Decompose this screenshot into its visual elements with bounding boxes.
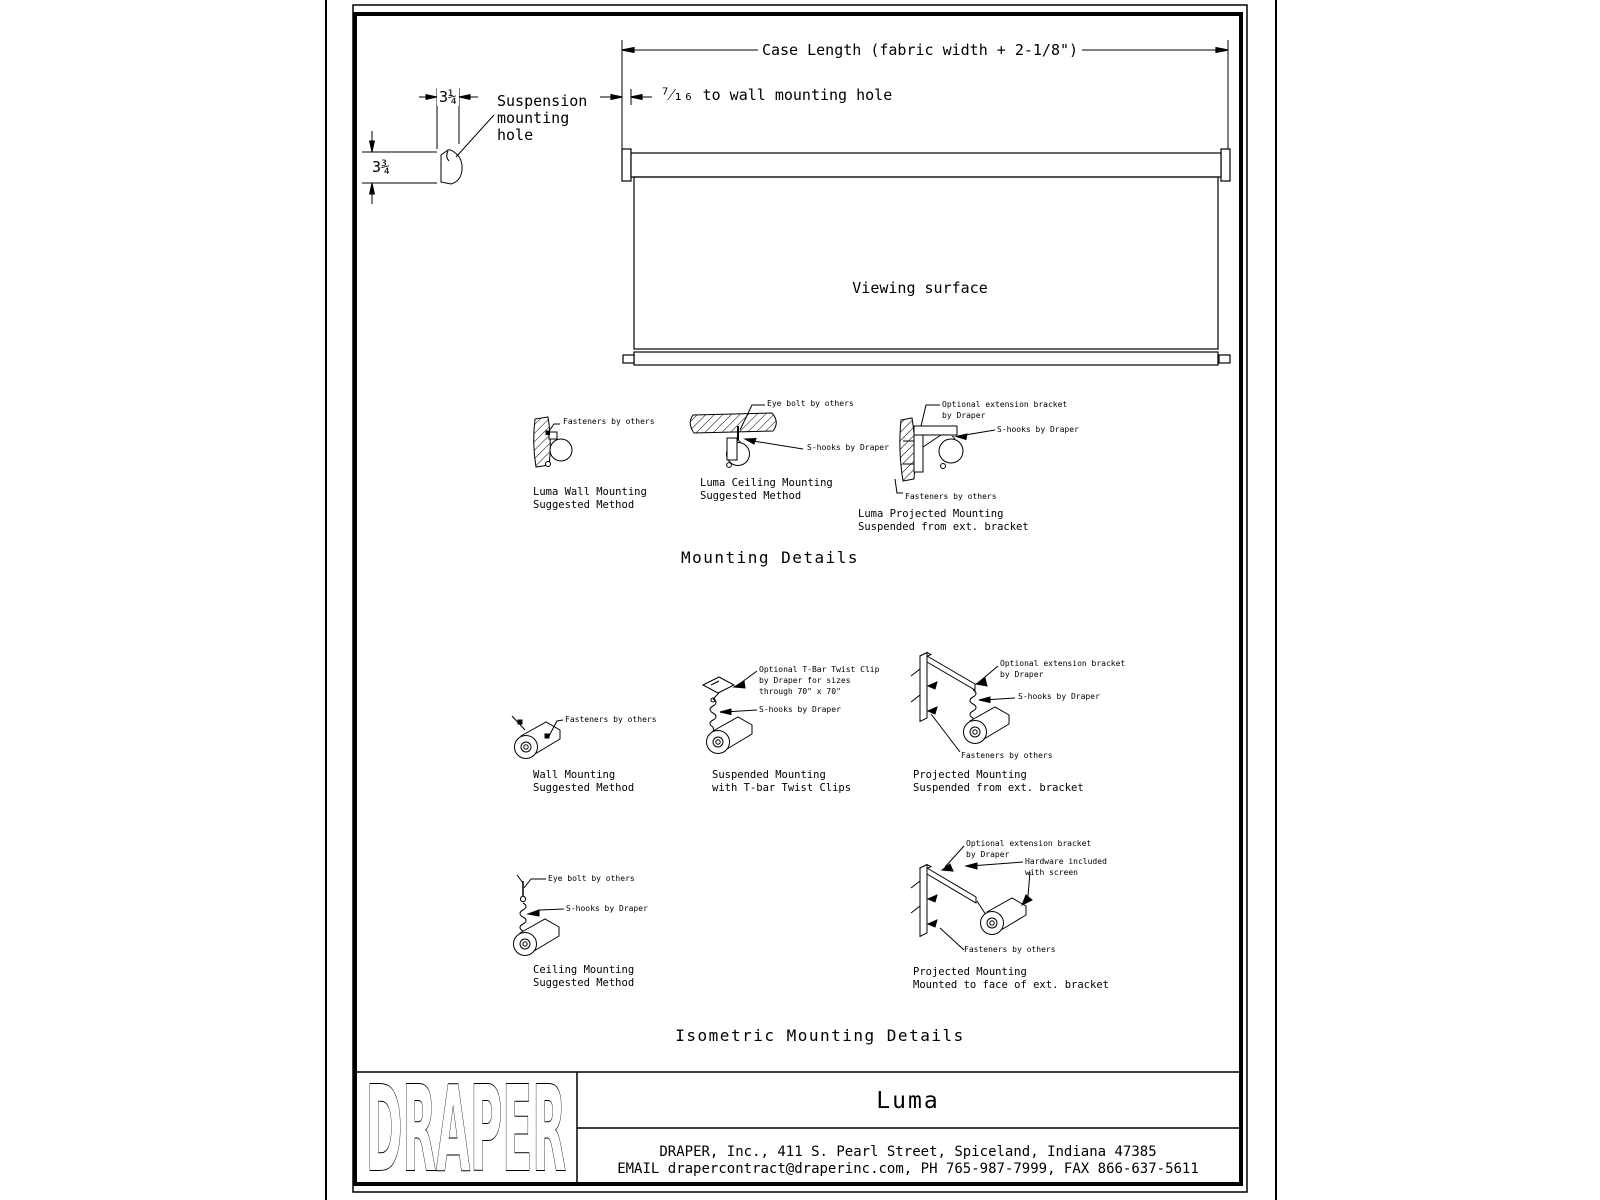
projected-2d-shooks-label: S-hooks by Draper: [997, 425, 1079, 434]
iso-projsusp-fasteners-label: Fasteners by others: [961, 751, 1053, 760]
iso-wall-fasteners-label: Fasteners by others: [565, 715, 657, 724]
iso-ceiling-caption: Ceiling Mounting Suggested Method: [533, 964, 634, 990]
ceiling-2d-eyebolt-label: Eye bolt by others: [767, 399, 854, 408]
company-contact-line: EMAIL drapercontract@draperinc.com, PH 7…: [617, 1161, 1199, 1177]
case-front-view: [600, 40, 1231, 366]
iso-projsusp-shooks-label: S-hooks by Draper: [1018, 692, 1100, 701]
projected-2d-caption-line2: Suspended from ext. bracket: [858, 521, 1029, 533]
company-address-line: DRAPER, Inc., 411 S. Pearl Street, Spice…: [659, 1144, 1157, 1160]
iso-suspended-caption-line1: Suspended Mounting: [712, 769, 826, 781]
iso-suspended-caption: Suspended Mounting with T-bar Twist Clip…: [712, 769, 851, 795]
wall-hole-fraction: ⁷⁄₁₆: [660, 85, 694, 105]
iso-wall-caption: Wall Mounting Suggested Method: [533, 769, 634, 795]
title-block-rules: [355, 1071, 1239, 1182]
wall-hole-dimension: ⁷⁄₁₆ to wall mounting hole: [660, 87, 892, 104]
iso-wall: [511, 715, 564, 759]
projected-2d-caption-line1: Luma Projected Mounting: [858, 508, 1004, 520]
iso-ceiling-caption-line2: Suggested Method: [533, 977, 635, 989]
wall-2d-fasteners-label: Fasteners by others: [563, 417, 655, 426]
product-title: Luma: [876, 1088, 940, 1114]
suspension-hole-detail: [362, 88, 495, 204]
case-length-dimension: Case Length (fabric width + 2-1/8"): [757, 41, 1083, 59]
iso-projected-face: [910, 845, 1033, 951]
ceiling-2d-caption: Luma Ceiling Mounting Suggested Method: [700, 477, 833, 503]
iso-wall-caption-line2: Suggested Method: [533, 782, 635, 794]
iso-projface-bracket-label1: Optional extension bracket: [966, 839, 1092, 848]
mounting-details-heading: Mounting Details: [680, 548, 860, 567]
iso-suspended-caption-line2: with T-bar Twist Clips: [712, 782, 852, 794]
iso-projface-caption-line1: Projected Mounting: [913, 966, 1027, 978]
cap-width-dimension: 3¼: [436, 88, 460, 106]
projected-2d-fasteners-label: Fasteners by others: [905, 492, 997, 501]
isometric-details-heading: Isometric Mounting Details: [675, 1026, 965, 1045]
wall-hole-text: to wall mounting hole: [702, 86, 893, 104]
iso-suspended-shooks-label: S-hooks by Draper: [759, 705, 841, 714]
iso-projface-caption: Projected Mounting Mounted to face of ex…: [913, 966, 1109, 992]
viewing-surface-label: Viewing surface: [852, 279, 988, 297]
detail-projected-2d: [894, 404, 996, 494]
iso-projface-fasteners-label: Fasteners by others: [964, 945, 1056, 954]
iso-ceiling-eyebolt-label: Eye bolt by others: [548, 874, 635, 883]
iso-suspended-clip-label2: by Draper for sizes: [759, 676, 851, 685]
iso-wall-caption-line1: Wall Mounting: [533, 769, 616, 781]
iso-projsusp-caption: Projected Mounting Suspended from ext. b…: [913, 769, 1084, 795]
viewing-surface-rect: [633, 176, 1219, 350]
iso-projface-caption-line2: Mounted to face of ext. bracket: [913, 979, 1109, 991]
iso-projface-bracket-label2: by Draper: [966, 850, 1010, 859]
sheet-border: [352, 4, 1248, 1193]
iso-projsusp-bracket-label2: by Draper: [1000, 670, 1044, 679]
ceiling-2d-caption-line1: Luma Ceiling Mounting: [700, 477, 833, 489]
iso-projsusp-caption-line2: Suspended from ext. bracket: [913, 782, 1084, 794]
iso-ceiling-caption-line1: Ceiling Mounting: [533, 964, 635, 976]
iso-projected-suspended: [910, 651, 1016, 753]
iso-suspended-clip-label3: through 70" x 70": [759, 687, 841, 696]
iso-projface-hardware-label1: Hardware included: [1025, 857, 1107, 866]
iso-ceiling-shooks-label: S-hooks by Draper: [566, 904, 648, 913]
wall-2d-caption-line1: Luma Wall Mounting: [533, 486, 647, 498]
projected-2d-bracket-label2: by Draper: [942, 411, 986, 420]
iso-projsusp-bracket-label1: Optional extension bracket: [1000, 659, 1126, 668]
detail-ceiling-2d: [689, 404, 804, 468]
iso-ceiling: [513, 874, 565, 956]
draper-logo: DRAPER: [366, 1060, 566, 1198]
iso-suspended-clip-label1: Optional T-Bar Twist Clip: [759, 665, 880, 674]
suspension-hole-label: Suspension mounting hole: [497, 92, 588, 144]
ceiling-2d-shooks-label: S-hooks by Draper: [807, 443, 889, 452]
wall-2d-caption: Luma Wall Mounting Suggested Method: [533, 486, 647, 512]
cap-height-dimension: 3¾: [369, 158, 393, 176]
iso-projsusp-caption-line1: Projected Mounting: [913, 769, 1027, 781]
wall-2d-caption-line2: Suggested Method: [533, 499, 635, 511]
detail-wall-2d: [533, 416, 573, 468]
page-edge-lines: [325, 0, 1277, 1200]
iso-projface-hardware-label2: with screen: [1025, 868, 1078, 877]
iso-suspended: [701, 670, 758, 754]
projected-2d-bracket-label1: Optional extension bracket: [942, 400, 1068, 409]
projected-2d-caption: Luma Projected Mounting Suspended from e…: [858, 508, 1029, 534]
ceiling-2d-caption-line2: Suggested Method: [700, 490, 802, 502]
